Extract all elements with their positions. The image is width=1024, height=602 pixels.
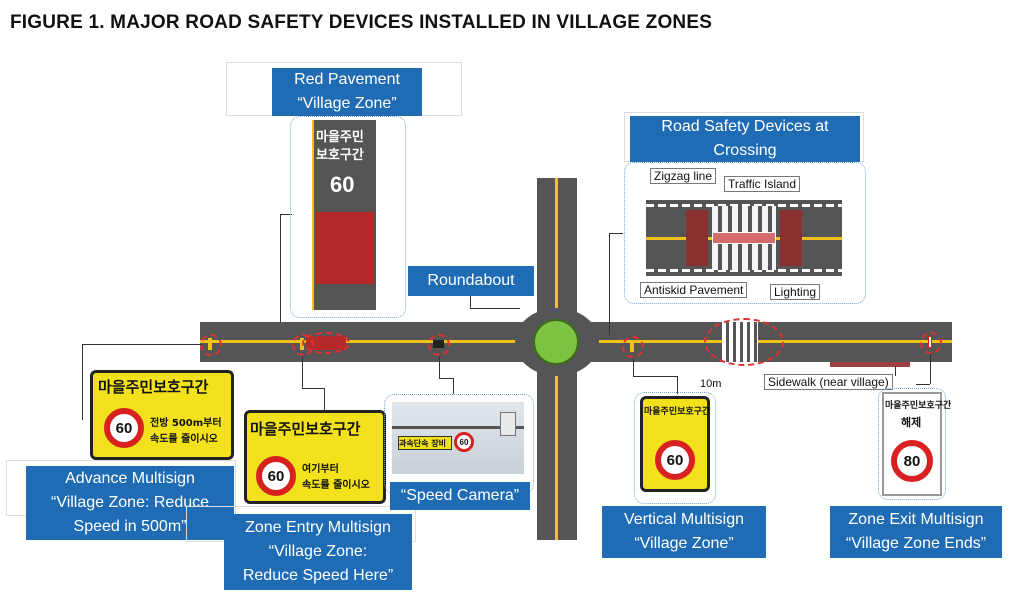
exit-speed-value: 80 [903, 452, 921, 470]
vertical-speed-value: 60 [666, 451, 684, 469]
leader-camera-h [439, 378, 453, 379]
exit-speed-circle: 80 [891, 440, 933, 482]
lighting-label: Lighting [770, 284, 821, 300]
advance-sign-text-1: 전방 500m부터 [150, 418, 222, 429]
advance-multisign-label: Advance Multisign “Village Zone: Reduce … [26, 466, 234, 540]
inset-antiskid-right [780, 210, 802, 266]
camera-text-plate [398, 436, 452, 450]
leader-pavement-h [280, 214, 292, 215]
entry-speed-value: 60 [267, 467, 285, 485]
leader-entry-v2 [324, 388, 325, 410]
pavement-speed: 60 [330, 172, 355, 197]
camera-pole [392, 426, 524, 429]
leader-entry-v [302, 356, 303, 388]
leader-pavement [280, 214, 281, 322]
sidewalk-strip [830, 362, 910, 367]
leader-exit-v [930, 354, 931, 384]
roundabout-label: Roundabout [408, 266, 534, 296]
exit-sign-frame [878, 388, 946, 500]
advance-speed-circle: 60 [104, 408, 144, 448]
vertical-sign-heading: 마을주민보호구간 [644, 407, 711, 417]
entry-sign-text-1: 여기부터 [302, 464, 339, 475]
figure-title: FIGURE 1. MAJOR ROAD SAFETY DEVICES INST… [10, 12, 713, 33]
camera-marker [428, 334, 450, 356]
leader-exit-h [916, 384, 930, 385]
leader-camera-v2 [453, 378, 454, 394]
advance-sign-text-2: 속도를 줄이시오 [150, 434, 218, 445]
vertical-post-icon [630, 340, 634, 352]
entry-speed-circle: 60 [256, 456, 296, 496]
leader-advance-v [82, 344, 83, 420]
inset-antiskid-left [686, 210, 708, 266]
pavement-sign-frame [290, 116, 406, 318]
crossing-label: Road Safety Devices at Crossing [630, 116, 860, 162]
exit-post-icon [928, 336, 932, 348]
leader-entry-h [302, 388, 324, 389]
inset-zigzag-bottom [646, 269, 842, 272]
pavement-red-area [316, 212, 374, 284]
exit-sign-sub: 해제 [901, 416, 922, 429]
zone-exit-multisign-label: Zone Exit Multisign “Village Zone Ends” [830, 506, 1002, 558]
pavement-strip [312, 120, 376, 310]
exit-sign-heading: 마을주민보호구간 [885, 401, 952, 411]
vertical-multisign-label: Vertical Multisign “Village Zone” [602, 506, 766, 558]
pavement-edge-left [312, 120, 314, 310]
entry-sign-text-2: 속도를 줄이시오 [302, 480, 370, 491]
crossing-highlight [704, 318, 784, 366]
camera-speed-circle: 60 [454, 432, 474, 452]
leader-roundabout-h [470, 308, 520, 309]
vertical-sign-frame [634, 392, 716, 504]
vertical-speed-circle: 60 [655, 440, 695, 480]
camera-sign-text: 과속단속 장비 [399, 439, 446, 448]
leader-vertical-h [633, 376, 677, 377]
traffic-island-label: Traffic Island [724, 176, 801, 192]
leader-crossing-h [609, 233, 623, 234]
vertical-sign-marker [622, 336, 644, 358]
distance-label: 10m [700, 378, 722, 390]
leader-camera-v [439, 356, 440, 378]
antiskid-label: Antiskid Pavement [640, 282, 748, 298]
entry-sign-heading: 마을주민보호구간 [250, 420, 361, 438]
advance-speed-value: 60 [115, 419, 133, 437]
camera-icon [433, 340, 444, 348]
leader-vertical-v [633, 358, 634, 376]
advance-post-icon [208, 338, 212, 350]
camera-photo: 60 [392, 402, 524, 474]
sidewalk-label: Sidewalk (near village) [764, 374, 893, 390]
leader-sidewalk [895, 366, 896, 376]
inset-zigzag-top [646, 204, 842, 207]
camera-device-icon [500, 412, 516, 436]
pavement-marker [302, 332, 350, 354]
leader-crossing-v [609, 233, 610, 335]
crossing-inset-road [646, 200, 842, 276]
zone-entry-multisign-label: Zone Entry Multisign “Village Zone: Redu… [224, 514, 412, 590]
crossing-inset-frame [624, 162, 866, 304]
roundabout-island [533, 319, 579, 365]
leader-advance-h [82, 344, 202, 345]
advance-sign-heading: 마을주민보호구간 [98, 378, 209, 396]
pavement-text-2: 보호구간 [316, 148, 364, 163]
leader-vertical-v2 [677, 376, 678, 394]
leader-roundabout [470, 296, 471, 308]
exit-sign-marker [920, 332, 942, 354]
speed-camera-label: “Speed Camera” [390, 482, 530, 510]
pavement-text-1: 마을주민 [316, 130, 364, 145]
camera-speed-value: 60 [459, 437, 469, 447]
zigzag-label: Zigzag line [650, 168, 717, 184]
inset-traffic-island [712, 232, 776, 244]
red-pavement-label: Red Pavement “Village Zone” [272, 68, 422, 116]
advance-sign-marker [200, 334, 222, 356]
